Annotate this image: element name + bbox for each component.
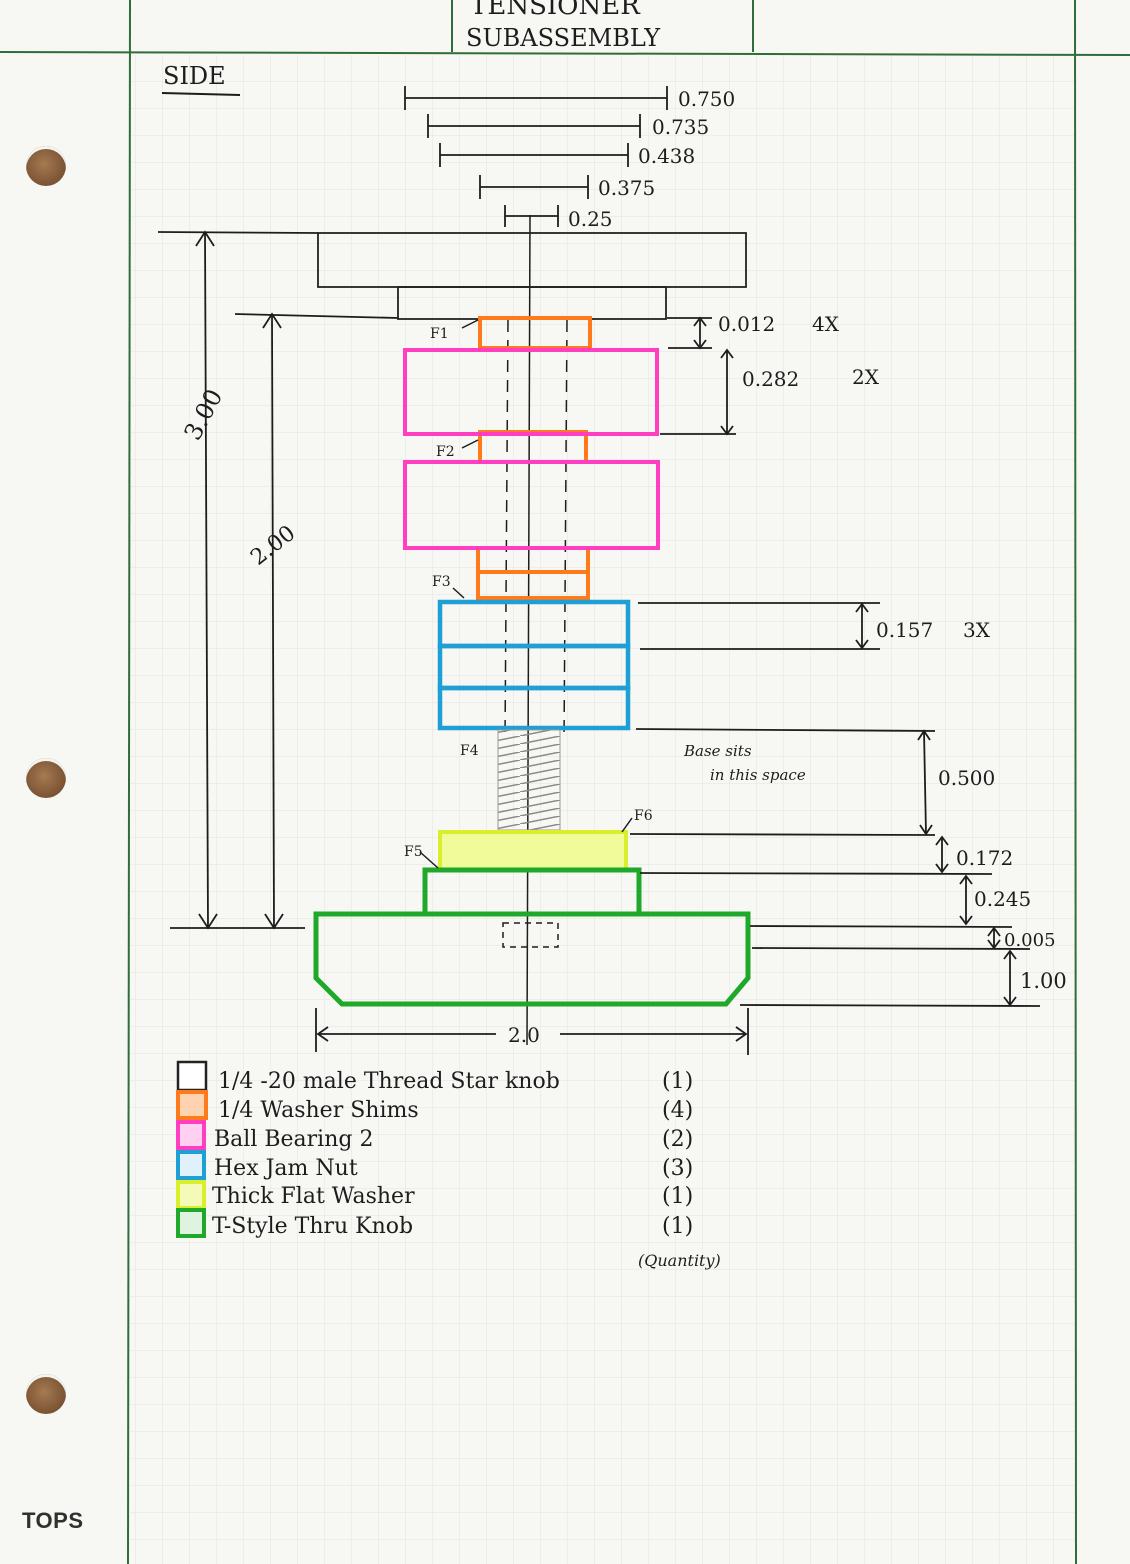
note-line-1: Base sits: [683, 742, 752, 760]
dim-shaft-height-lines: [234, 312, 399, 930]
dim-knob-gap: 0.005: [1004, 930, 1056, 951]
brand-logo: TOPS: [22, 1508, 84, 1533]
view-label-underline: [161, 92, 241, 96]
dim-bearing-thickness: 0.282: [742, 367, 799, 391]
dim-shim-count: 4X: [812, 312, 840, 336]
legend-label-star-knob: 1/4 -20 male Thread Star knob: [218, 1069, 560, 1094]
top-width-dimensions: [404, 86, 668, 227]
dim-knob-boss: 0.245: [974, 887, 1031, 911]
binder-hole-middle: [26, 758, 66, 798]
feature-label-f5: F5: [404, 844, 423, 860]
dim-width-0438: 0.438: [638, 144, 695, 168]
legend-label-bearing: Ball Bearing 2: [214, 1127, 373, 1152]
grid-paper: [130, 55, 1075, 1564]
dim-washer-thickness: 0.172: [956, 846, 1013, 870]
dim-width-0375: 0.375: [598, 176, 655, 200]
legend-qty-star-knob: (1): [662, 1069, 693, 1094]
legend-qty-shims: (4): [662, 1098, 693, 1123]
right-dimension-lines: [315, 316, 1041, 1055]
feature-label-f2: F2: [436, 444, 455, 460]
dim-width-025: 0.25: [568, 207, 613, 231]
knob-insert-hidden: [502, 922, 559, 948]
thick-flat-washer: [438, 830, 628, 872]
legend: [176, 1060, 208, 1238]
legend-swatch-knob: [176, 1208, 206, 1238]
dim-shim-thickness: 0.012: [718, 312, 775, 336]
legend-swatch-bearing: [176, 1120, 206, 1150]
note-line-2: in this space: [710, 766, 806, 784]
legend-swatch-star-knob: [176, 1060, 208, 1092]
title-line-2: SUBASSEMBLY: [466, 24, 661, 52]
legend-label-shims: 1/4 Washer Shims: [218, 1098, 419, 1123]
centerline: [526, 214, 531, 1046]
dim-bearing-count: 2X: [852, 365, 880, 389]
legend-label-nut: Hex Jam Nut: [214, 1156, 358, 1181]
legend-qty-caption: (Quantity): [638, 1251, 721, 1270]
binder-hole-bottom: [26, 1374, 66, 1414]
t-style-knob: [313, 867, 751, 1007]
dim-base-gap: 0.500: [938, 766, 995, 790]
dim-knob-width: 2.0: [508, 1023, 540, 1047]
dim-knob-height: 1.00: [1020, 969, 1067, 993]
legend-swatch-nut: [176, 1150, 206, 1180]
feature-label-f6: F6: [634, 808, 653, 824]
dim-overall-height-lines: [157, 230, 319, 930]
shaft-hidden-lines: [504, 319, 568, 741]
feature-label-f4: F4: [460, 743, 479, 759]
legend-qty-nut: (3): [662, 1156, 693, 1181]
threaded-rod: [497, 729, 561, 831]
ball-bearings: [403, 348, 660, 550]
title-line-1: TENSIONER: [470, 0, 641, 21]
dim-width-0735: 0.735: [652, 115, 709, 139]
legend-qty-knob: (1): [662, 1214, 693, 1239]
legend-swatch-washer: [176, 1180, 206, 1210]
hex-jam-nuts: [437, 599, 631, 731]
dim-width-0750: 0.750: [678, 87, 735, 111]
feature-label-f3: F3: [432, 574, 451, 590]
binder-hole-top: [26, 146, 66, 186]
dim-nut-count: 3X: [963, 618, 991, 642]
legend-qty-washer: (1): [662, 1184, 693, 1209]
legend-qty-bearing: (2): [662, 1127, 693, 1152]
legend-label-washer: Thick Flat Washer: [212, 1184, 415, 1209]
dim-nut-thickness: 0.157: [876, 618, 933, 642]
view-label: SIDE: [163, 62, 226, 90]
legend-label-knob: T-Style Thru Knob: [212, 1214, 413, 1239]
feature-leaders: [419, 319, 633, 869]
legend-swatch-shims: [176, 1090, 208, 1120]
feature-label-f1: F1: [430, 326, 449, 342]
